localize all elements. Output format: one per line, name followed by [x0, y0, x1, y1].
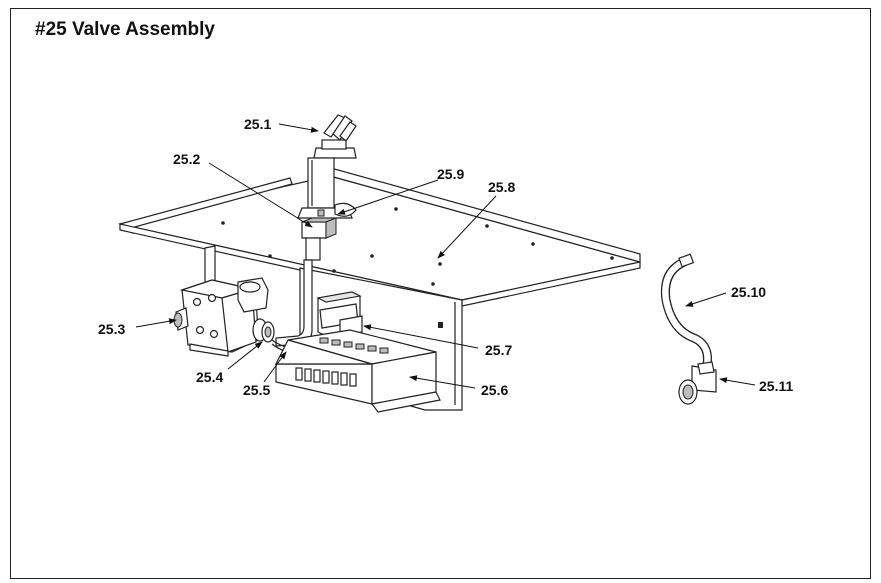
gas-valve [173, 277, 269, 357]
pilot-supply-tube [275, 259, 313, 347]
diagram-title: #25 Valve Assembly [35, 19, 215, 40]
relay-block [316, 291, 363, 337]
leader-lines [135, 123, 756, 389]
callout-25-7: 25.7 [485, 342, 512, 358]
callout-25-6: 25.6 [481, 382, 508, 398]
callout-25-9: 25.9 [437, 166, 464, 182]
outlet-fitting [252, 318, 275, 343]
callout-25-10: 25.10 [731, 284, 766, 300]
flex-line-fitting [678, 361, 717, 405]
callout-25-3: 25.3 [98, 321, 125, 337]
callout-25-5: 25.5 [243, 382, 270, 398]
flex-gas-line [660, 253, 712, 375]
module-connector [295, 367, 357, 387]
callout-25-11: 25.11 [759, 378, 793, 394]
pilot-assembly [297, 114, 357, 219]
module-terminals [319, 337, 389, 354]
callout-25-8: 25.8 [488, 179, 515, 195]
callout-25-2: 25.2 [173, 151, 200, 167]
control-module [275, 329, 441, 413]
callout-25-4: 25.4 [196, 369, 223, 385]
callout-25-1: 25.1 [244, 116, 271, 132]
